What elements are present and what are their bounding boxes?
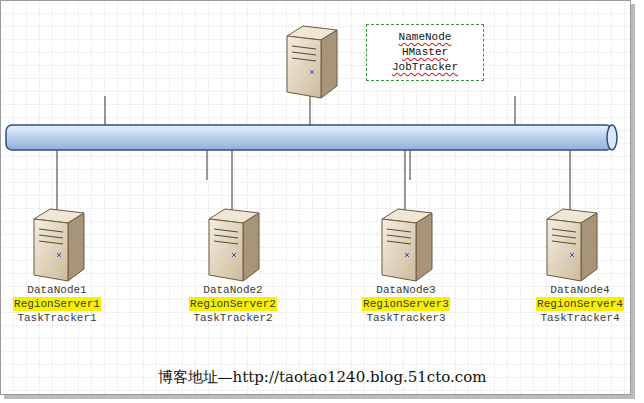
highlight: RegionServer3 <box>362 297 450 311</box>
role-name: TaskTracker1 <box>13 311 101 325</box>
server-icon <box>209 209 259 281</box>
slave-node: DataNode1RegionServer1TaskTracker1 <box>13 283 101 325</box>
highlight: RegionServer4 <box>536 297 624 311</box>
role-name: HMaster <box>375 45 475 60</box>
slave-node: DataNode2RegionServer2TaskTracker2 <box>189 283 277 325</box>
server-icon <box>34 209 84 281</box>
server-icon <box>287 26 337 98</box>
highlight: RegionServer1 <box>13 297 101 311</box>
drop-lines <box>57 92 570 245</box>
region-server-label: RegionServer1 <box>13 297 101 311</box>
network-bus <box>6 125 617 150</box>
slave-node: DataNode4RegionServer4TaskTracker4 <box>536 283 624 325</box>
slave-node: DataNode3RegionServer3TaskTracker3 <box>362 283 450 325</box>
highlight: RegionServer2 <box>189 297 277 311</box>
role-name: DataNode3 <box>362 283 450 297</box>
grid <box>0 0 630 395</box>
role-name: JobTracker <box>375 60 475 75</box>
role-name: TaskTracker3 <box>362 311 450 325</box>
frame-shadow <box>4 395 635 399</box>
region-server-label: RegionServer2 <box>189 297 277 311</box>
role-name: TaskTracker2 <box>189 311 277 325</box>
frame-shadow <box>631 4 635 398</box>
watermark: 博客地址—http://taotao1240.blog.51cto.com <box>158 368 487 387</box>
role-name: DataNode2 <box>189 283 277 297</box>
master-box: NameNodeHMasterJobTracker <box>366 24 484 81</box>
server-icons <box>34 26 597 281</box>
role-name: TaskTracker4 <box>536 311 624 325</box>
server-icon <box>382 209 432 281</box>
region-server-label: RegionServer3 <box>362 297 450 311</box>
region-server-label: RegionServer4 <box>536 297 624 311</box>
role-name: DataNode4 <box>536 283 624 297</box>
role-name: NameNode <box>375 30 475 45</box>
frame <box>1 1 631 395</box>
server-icon <box>547 209 597 281</box>
role-name: DataNode1 <box>13 283 101 297</box>
